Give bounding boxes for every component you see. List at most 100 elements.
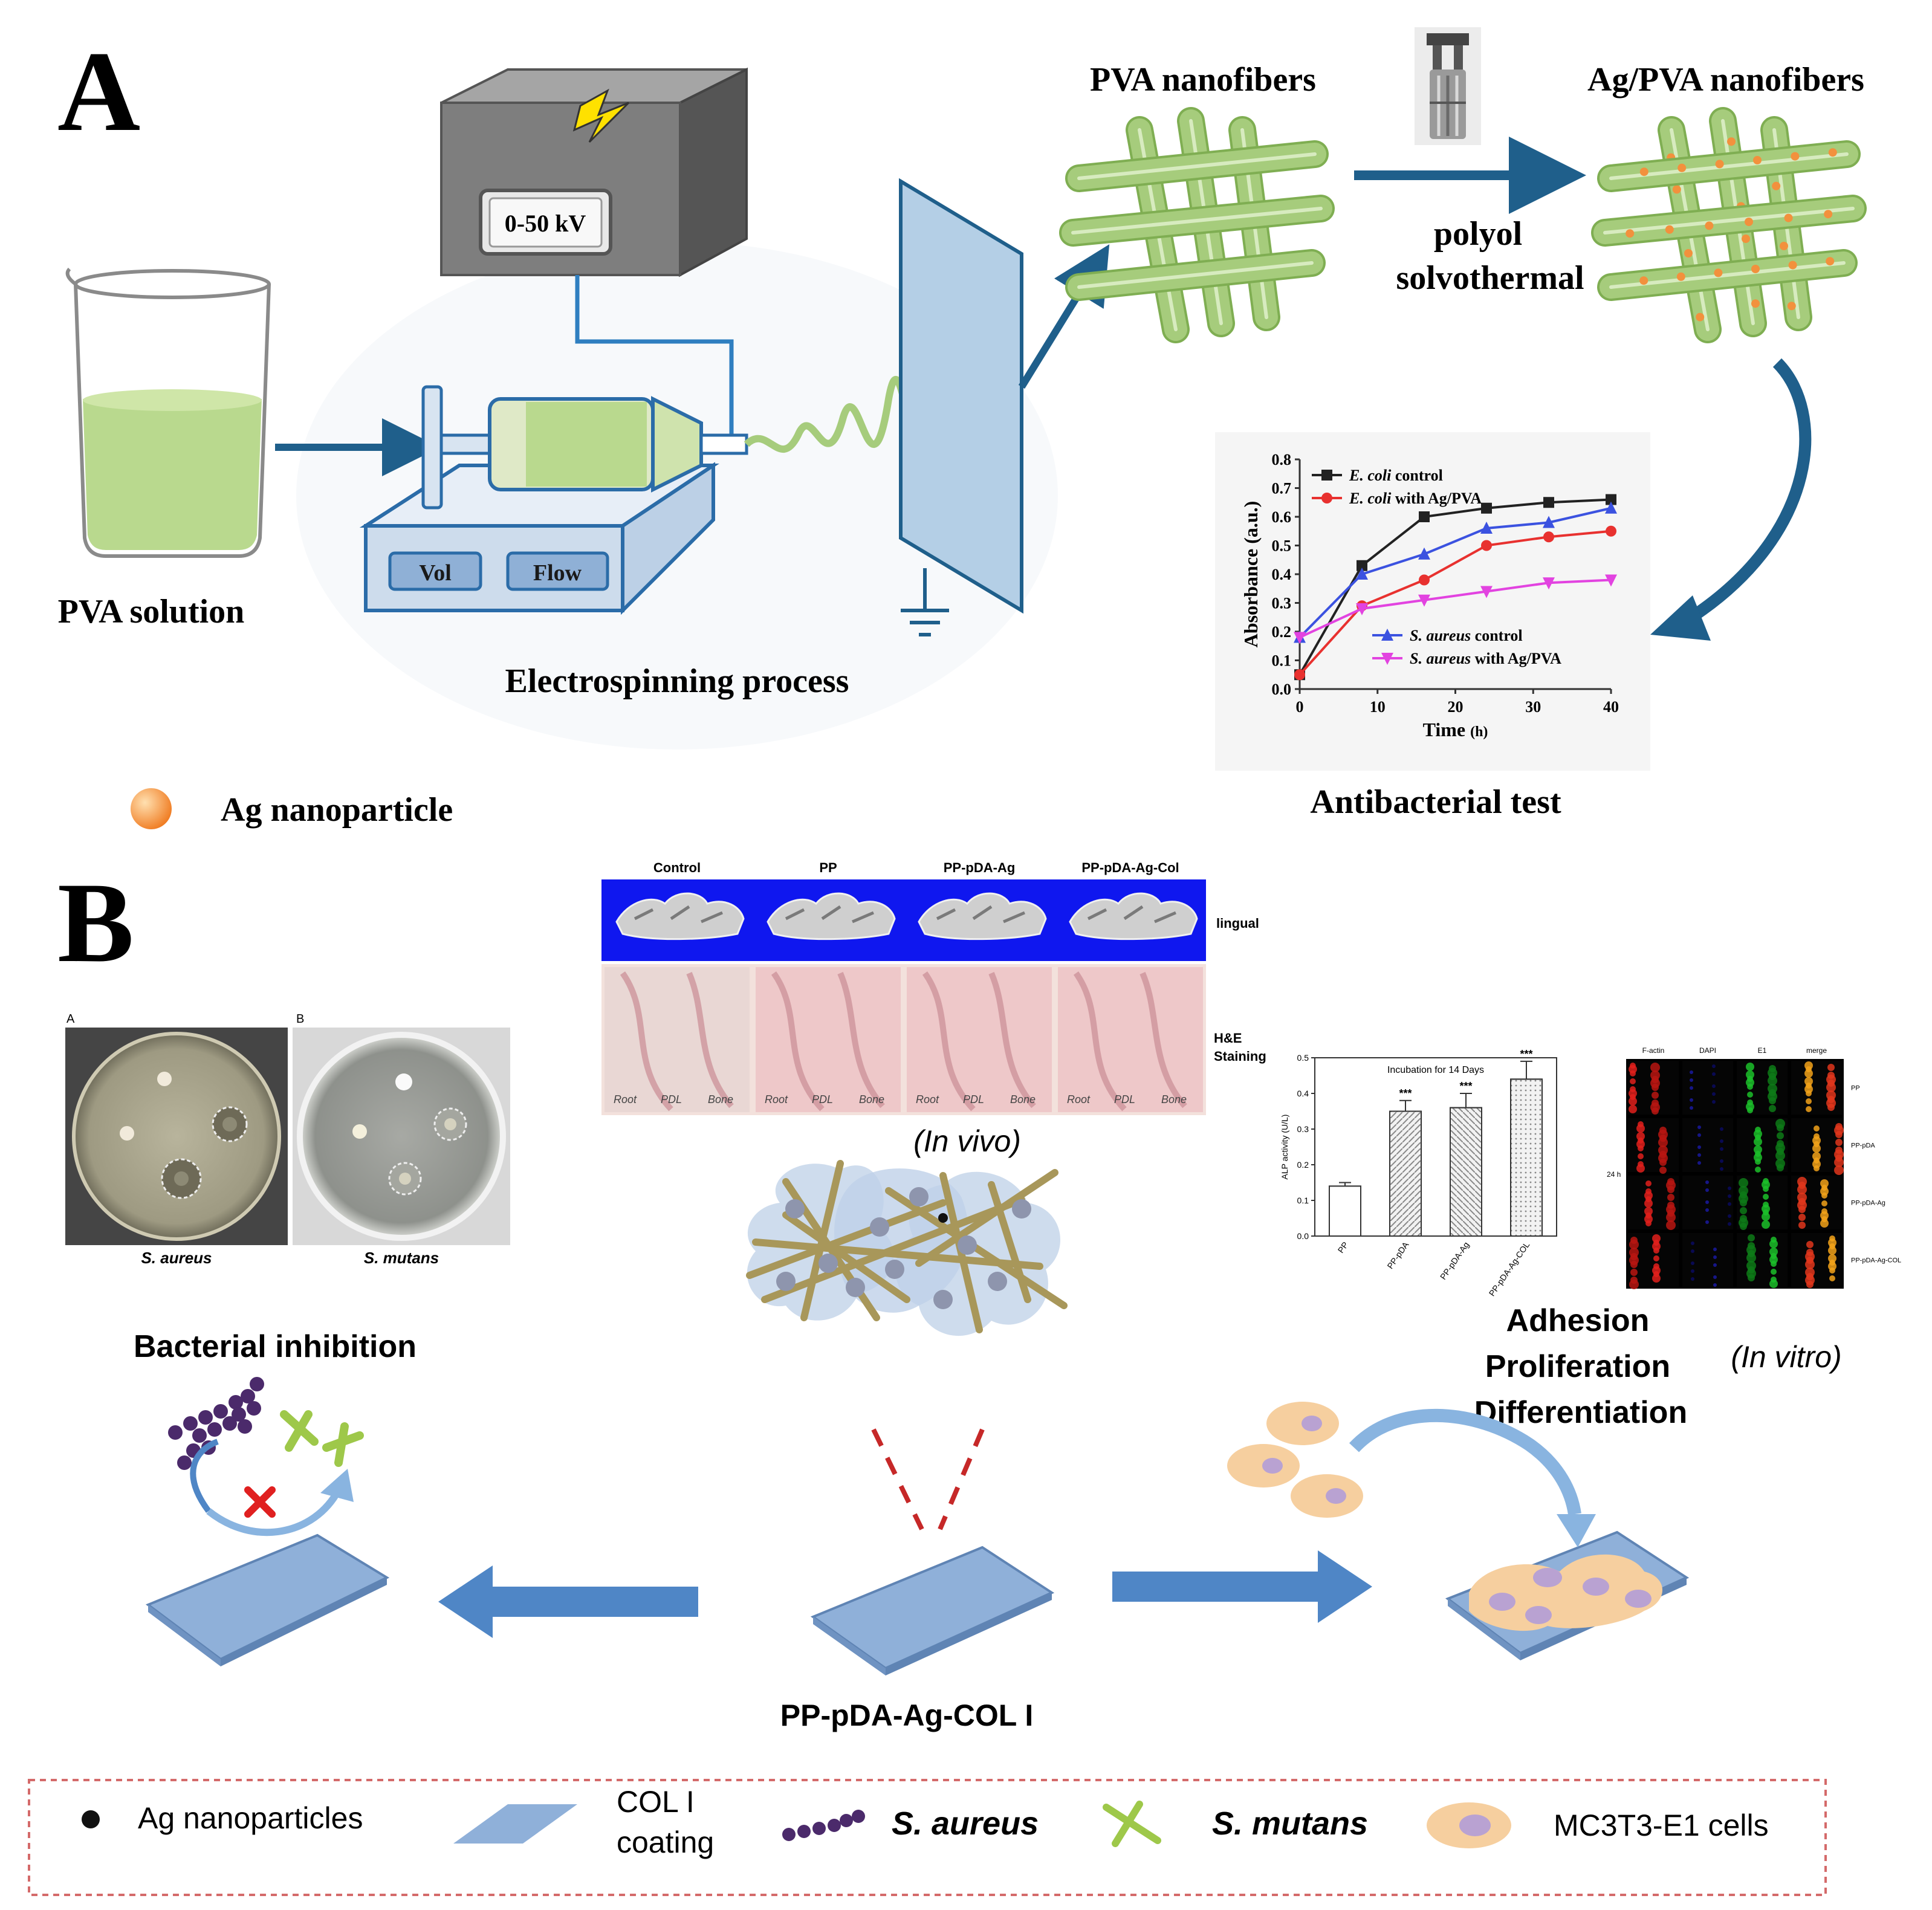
fluor-signal	[1740, 1215, 1747, 1222]
fluor-signal	[1806, 1098, 1812, 1104]
fluor-signal	[1755, 1135, 1761, 1141]
fluor-signal	[1777, 1148, 1784, 1155]
alp-significance: ***	[1520, 1048, 1532, 1060]
in-vivo-group-label: PP-pDA-Ag-Col	[1081, 860, 1179, 875]
fluor-signal	[1769, 1105, 1776, 1112]
in-vivo-caption: (In vivo)	[913, 1124, 1021, 1158]
histology-texture	[620, 971, 734, 1112]
fluor-signal	[1812, 1152, 1821, 1161]
scaffold-ag-dot	[938, 1213, 948, 1223]
col-legend-line1: COL I	[617, 1785, 695, 1819]
fluor-signal	[1806, 1257, 1814, 1264]
fluor-signal	[1636, 1140, 1645, 1148]
ag-particle	[1826, 257, 1835, 266]
fluor-signal	[1812, 1160, 1821, 1168]
alp-y-tick-label: 0.2	[1297, 1160, 1309, 1170]
ag-particle	[1626, 229, 1635, 238]
tissue-label: PDL	[812, 1093, 833, 1106]
fluor-signal	[1814, 1125, 1820, 1131]
panel-a-letter: A	[57, 28, 140, 155]
fluor-signal	[1720, 1147, 1723, 1151]
fluor-signal	[1713, 1283, 1717, 1287]
fluor-signal	[1771, 1269, 1777, 1275]
fluor-signal	[1826, 1090, 1836, 1100]
fluor-signal	[1762, 1220, 1770, 1229]
s-aureus-legend-icon	[782, 1810, 865, 1841]
fluor-signal	[1652, 1107, 1659, 1115]
data-point	[1321, 493, 1332, 503]
s-aureus-cell	[232, 1407, 246, 1422]
fluor-signal	[1638, 1161, 1644, 1167]
scaffold-particle	[846, 1278, 865, 1297]
fluor-signal	[1827, 1080, 1835, 1087]
fluor-signal	[1658, 1153, 1668, 1163]
data-point	[1605, 574, 1617, 587]
data-point	[1419, 574, 1430, 586]
in-vitro-caption: (In vitro)	[1731, 1340, 1841, 1374]
fluor-signal	[1629, 1105, 1637, 1113]
histology-texture	[922, 971, 1036, 1112]
fluor-signal	[1806, 1249, 1814, 1256]
histology-tile	[605, 967, 750, 1112]
fluor-column-label: F-actin	[1642, 1046, 1665, 1055]
legend-entry: S. aureus control	[1410, 627, 1523, 644]
ag-particle	[1772, 181, 1781, 190]
high-voltage-supply	[440, 67, 748, 277]
scaffold-particle	[776, 1272, 796, 1291]
legend-entry: S. aureus with Ag/PVA	[1410, 650, 1561, 667]
dish-a-letter: A	[66, 1012, 75, 1026]
y-tick-label: 0.8	[1272, 451, 1292, 468]
scaffold-particle	[909, 1187, 929, 1206]
x-tick-label: 0	[1296, 698, 1304, 716]
fluor-signal	[1829, 1275, 1835, 1281]
solvothermal-label: solvothermal	[1396, 259, 1584, 297]
fluor-signal	[1769, 1073, 1776, 1080]
bone-scan-detail	[936, 905, 1025, 924]
s-aureus-legend-cell	[840, 1814, 853, 1827]
flow-button	[506, 551, 609, 591]
ag-particle	[1715, 160, 1724, 169]
s-aureus-cluster	[168, 1377, 264, 1470]
fluor-signal	[1746, 1063, 1754, 1071]
nanofiber-rod-highlight	[1071, 207, 1323, 235]
alp-significance: ***	[1459, 1080, 1472, 1092]
fluor-signal	[1690, 1098, 1693, 1102]
tissue-label: Bone	[708, 1093, 733, 1106]
fluor-signal	[1775, 1159, 1785, 1168]
in-vivo-group-label: Control	[653, 860, 701, 875]
fluor-signal	[1630, 1094, 1636, 1100]
fluor-signal	[1798, 1214, 1806, 1221]
s-aureus-cell	[247, 1401, 261, 1416]
scaffold-fiber	[782, 1211, 910, 1303]
fluor-signal	[1650, 1078, 1660, 1088]
bone-scan	[918, 892, 1047, 940]
fluor-signal	[1720, 1139, 1723, 1143]
bone-scan-detail	[785, 905, 874, 924]
data-point	[1381, 629, 1393, 641]
fluor-signal	[1713, 1263, 1717, 1267]
alp-category-label: PP	[1336, 1240, 1350, 1255]
data-point	[1294, 669, 1305, 681]
tissue-label: Root	[1067, 1093, 1091, 1106]
fluor-signal	[1630, 1277, 1638, 1284]
antibacterial-test-label: Antibacterial test	[1310, 783, 1561, 821]
fluor-signal	[1638, 1121, 1644, 1127]
alp-y-tick-label: 0.0	[1297, 1231, 1309, 1241]
panel-b-letter: B	[57, 860, 134, 986]
s-aureus-legend-label: S. aureus	[892, 1805, 1039, 1842]
alp-y-label: ALP activity (U/L)	[1280, 1115, 1289, 1180]
fluor-signal	[1659, 1135, 1667, 1142]
fluor-signal	[1777, 1140, 1784, 1147]
fluor-signal	[1720, 1159, 1723, 1163]
fluor-signal	[1652, 1242, 1661, 1251]
scaffold-illustration	[746, 1160, 1068, 1336]
tissue-label: PDL	[1114, 1093, 1135, 1106]
fluor-signal	[1666, 1180, 1676, 1190]
alp-bar-pattern	[1450, 1107, 1482, 1237]
cell-legend-label: MC3T3-E1 cells	[1554, 1808, 1769, 1842]
s-aureus-legend-cell	[812, 1822, 826, 1835]
ag-particle	[1791, 152, 1800, 161]
fluor-row-label: PP-pDA-Ag-COL	[1851, 1257, 1901, 1264]
